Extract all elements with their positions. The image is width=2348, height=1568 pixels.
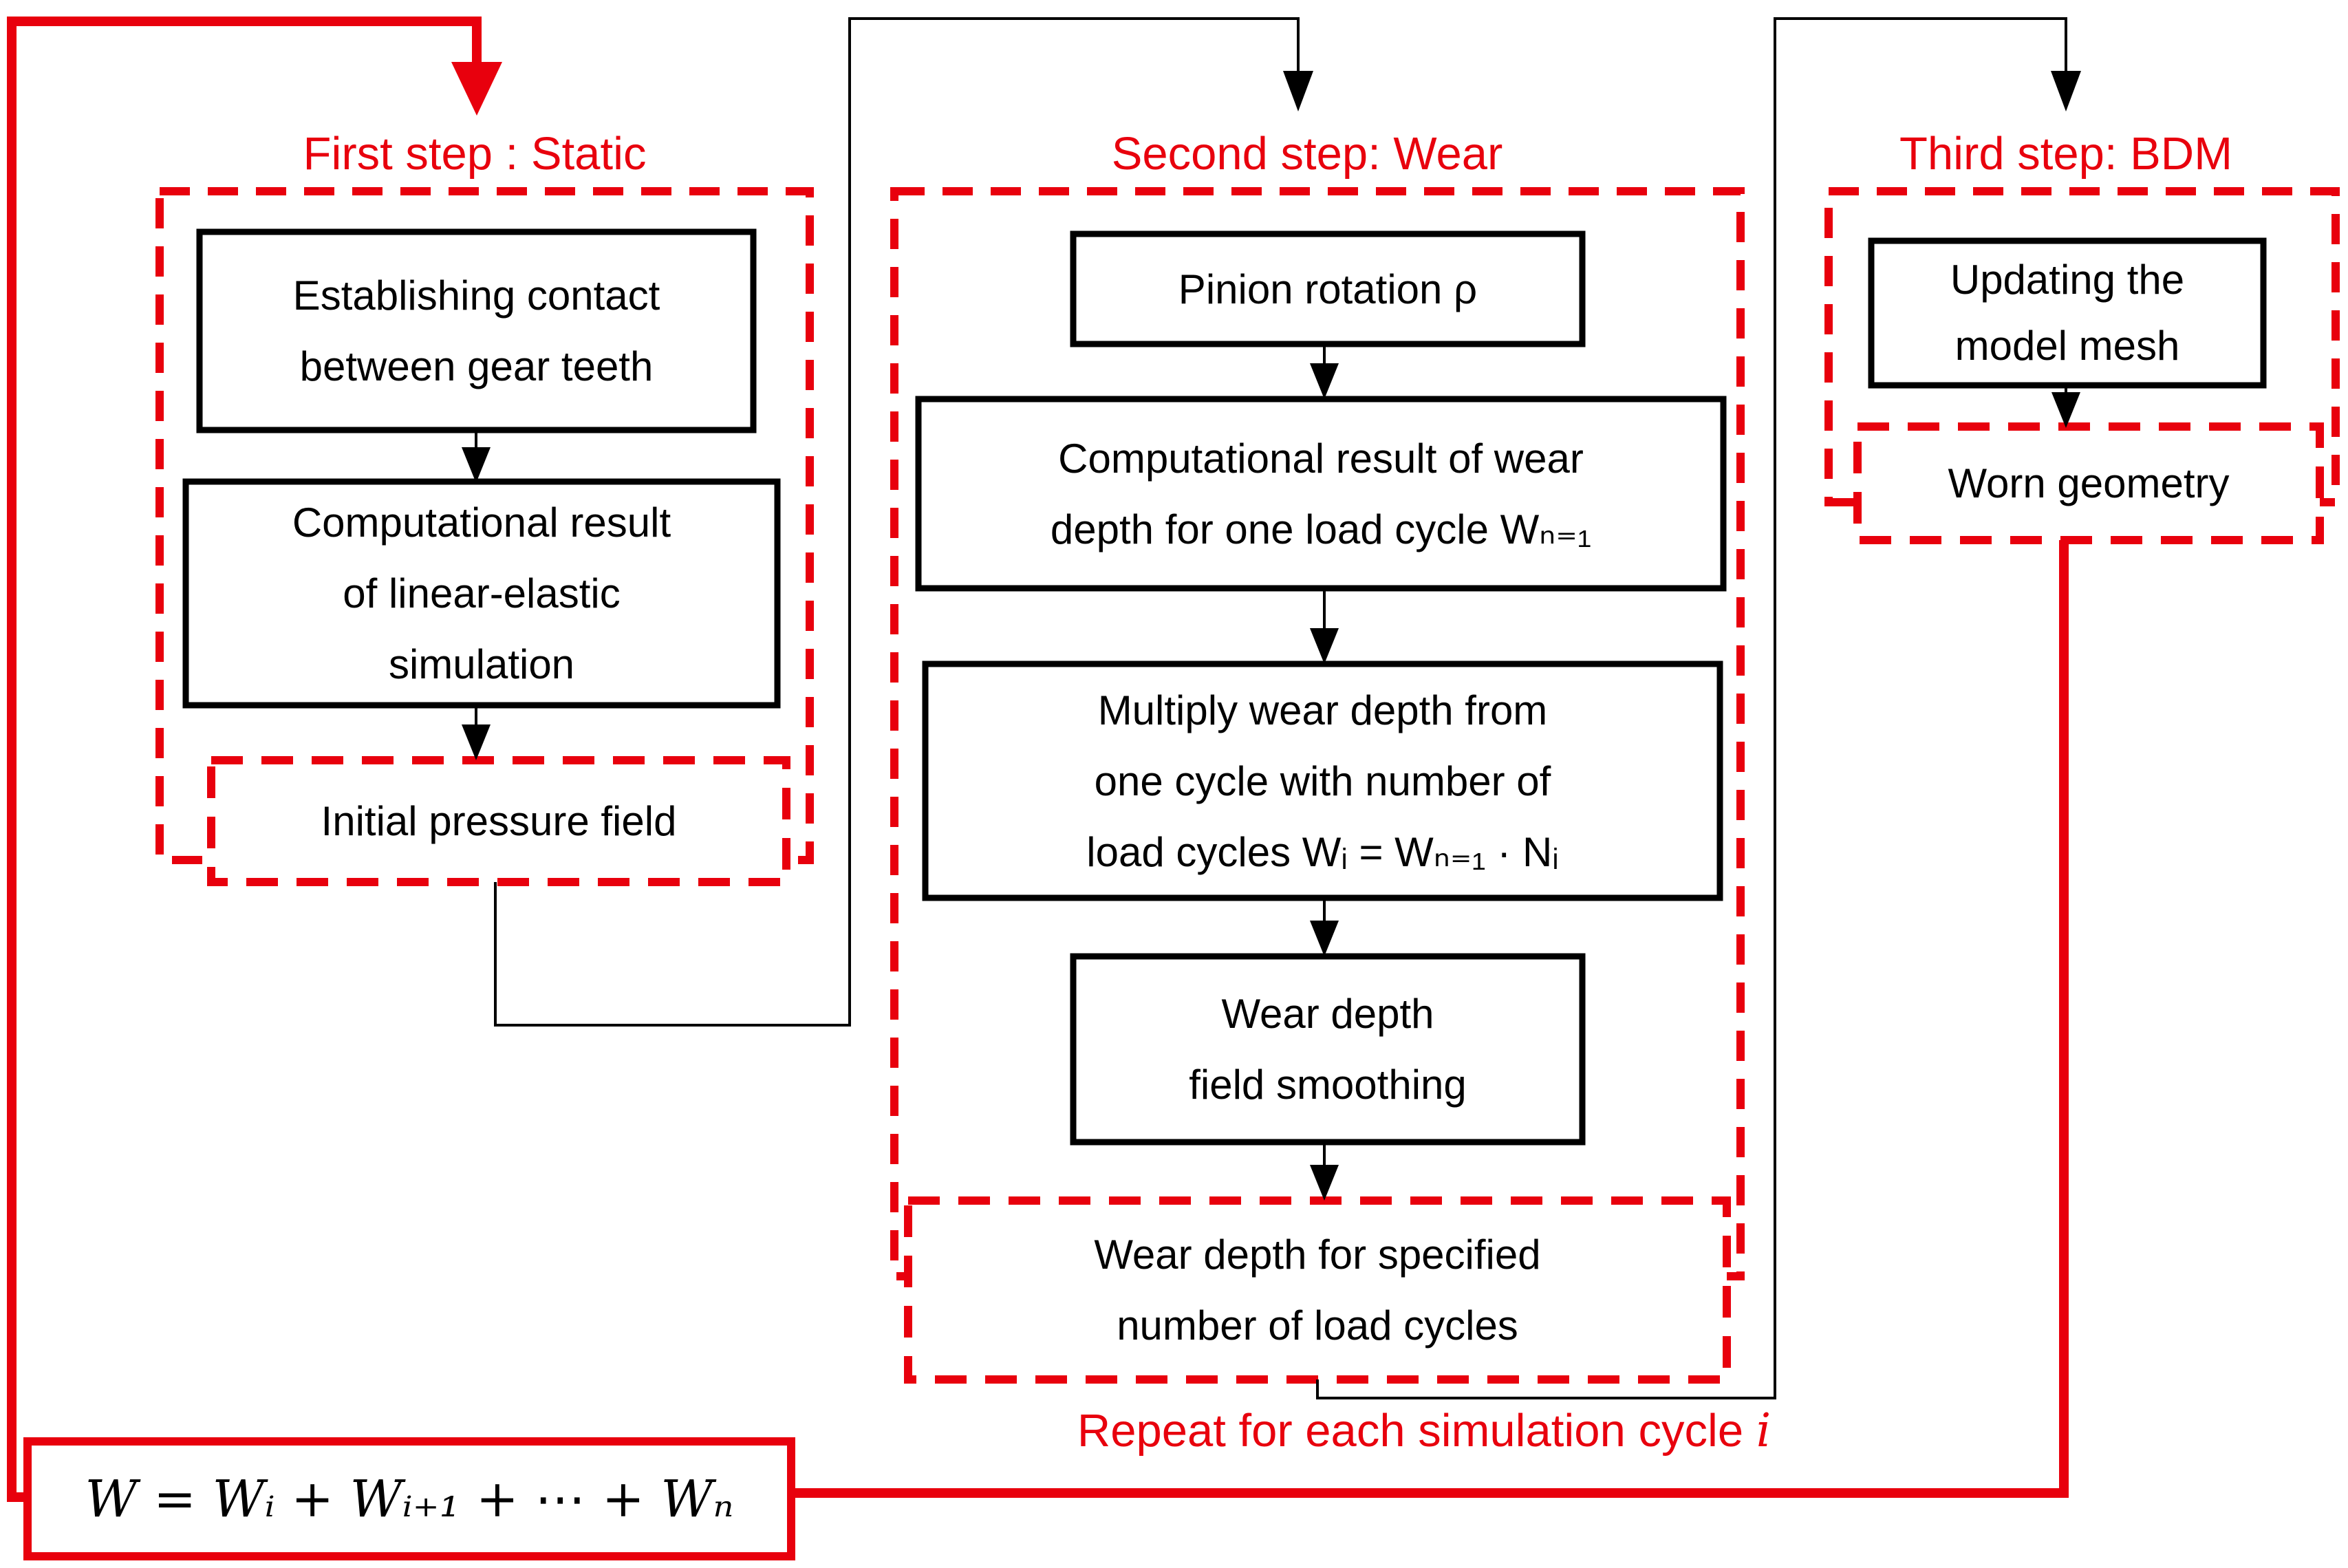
label-line: Pinion rotation ρ <box>1178 266 1478 312</box>
step3-title: Third step: BDM <box>1791 124 2341 183</box>
link-step2-to-step3 <box>1316 17 2067 1399</box>
label-wear-depth-specified: Wear depth for specified number of load … <box>908 1201 1727 1379</box>
label-line: Computational result of wear <box>1058 435 1584 482</box>
arrow-linear-to-pressure-head-icon <box>462 724 491 760</box>
label-line: between gear teeth <box>299 343 654 389</box>
label-line: of linear-elastic <box>343 570 621 616</box>
label-line: one cycle with number of <box>1094 758 1551 804</box>
label-line: Wear depth <box>1221 991 1434 1037</box>
repeat-note-text: Repeat for each simulation cycle <box>1077 1405 1756 1457</box>
box-wear-depth-smoothing <box>1070 953 1586 1146</box>
label-line: field smoothing <box>1189 1062 1467 1108</box>
step3-title-text: Third step: BDM <box>1899 127 2233 180</box>
arrow-pinion-to-wearcalc-head-icon <box>1310 363 1339 399</box>
label-line: depth for one load cycle Wₙ₌₁ <box>1050 506 1592 552</box>
link-worn-to-formula <box>793 540 2069 1498</box>
box-updating-model-mesh <box>1868 237 2267 389</box>
label-line: Multiply wear depth from <box>1097 687 1548 733</box>
label-total-wear-formula: W = Wᵢ + Wᵢ₊₁ + ⋯ + Wₙ <box>28 1441 791 1556</box>
box-wear-depth-specified <box>904 1196 1731 1384</box>
formula-text: W = Wᵢ + Wᵢ₊₁ + ⋯ + Wₙ <box>85 1469 734 1529</box>
label-updating-model-mesh: Updating the model mesh <box>1871 241 2263 385</box>
step1-title: First step : Static <box>200 124 750 183</box>
box-pinion-rotation <box>1070 230 1586 347</box>
label-line: Initial pressure field <box>321 798 677 844</box>
link-step2-to-step3-head-icon <box>2051 71 2081 111</box>
label-worn-geometry: Worn geometry <box>1857 427 2320 540</box>
repeat-note: Repeat for each simulation cycle i <box>943 1404 1906 1463</box>
box-linear-elastic-result <box>182 478 781 709</box>
label-line: load cycles Wᵢ = Wₙ₌₁ · Nᵢ <box>1086 828 1559 875</box>
label-line: Wear depth for specified <box>1094 1232 1541 1278</box>
box-establishing-contact <box>196 228 757 433</box>
link-step1-to-step2 <box>494 17 1300 1027</box>
box-multiply-wear-depth <box>922 661 1723 901</box>
label-wear-depth-one-cycle: Computational result of wear depth for o… <box>918 399 1723 588</box>
label-multiply-wear-depth: Multiply wear depth from one cycle with … <box>925 664 1720 898</box>
arrow-multiply-to-smoothing-head-icon <box>1310 921 1339 956</box>
label-linear-elastic-result: Computational result of linear-elastic s… <box>186 482 777 705</box>
label-wear-depth-smoothing: Wear depth field smoothing <box>1073 956 1582 1142</box>
label-establishing-contact: Establishing contact between gear teeth <box>200 232 753 430</box>
link-step1-to-step2-head-icon <box>1283 71 1313 111</box>
label-initial-pressure-field: Initial pressure field <box>211 760 786 882</box>
label-line: number of load cycles <box>1117 1302 1518 1349</box>
arrow-wearcalc-to-multiply-head-icon <box>1310 628 1339 664</box>
box-wear-depth-one-cycle <box>915 396 1727 592</box>
label-line: Establishing contact <box>292 272 660 319</box>
label-line: model mesh <box>1954 323 2180 369</box>
label-line: Updating the <box>1950 257 2185 303</box>
label-line: Computational result <box>292 500 671 546</box>
arrow-updating-to-worn-head-icon <box>2051 392 2080 428</box>
step1-title-text: First step : Static <box>303 127 647 180</box>
arrow-establish-to-linear-head-icon <box>462 447 491 483</box>
step2-title: Second step: Wear <box>1032 124 1582 183</box>
label-pinion-rotation: Pinion rotation ρ <box>1073 234 1582 344</box>
link-formula-to-step1 <box>7 17 482 1502</box>
repeat-note-variable: i <box>1756 1404 1771 1457</box>
link-formula-to-step1-head-icon <box>451 62 502 116</box>
box-total-wear-formula <box>23 1437 795 1560</box>
label-line: simulation <box>388 641 575 687</box>
box-worn-geometry <box>1853 422 2324 544</box>
box-initial-pressure-field <box>207 756 790 886</box>
arrow-smoothing-to-specified-head-icon <box>1310 1165 1339 1201</box>
step2-title-text: Second step: Wear <box>1111 127 1503 180</box>
label-line: Worn geometry <box>1948 460 2230 506</box>
